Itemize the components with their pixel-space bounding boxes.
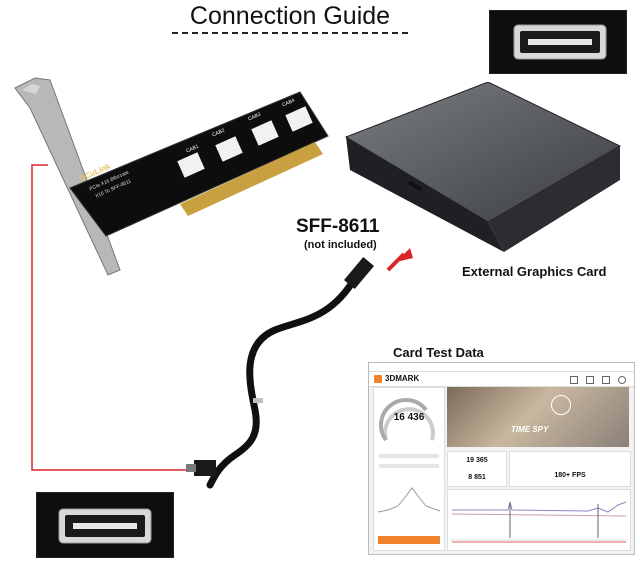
app-logo-icon — [374, 375, 382, 383]
fps-box: 180+ FPS — [509, 451, 631, 487]
card-test-data-label: Card Test Data — [393, 345, 484, 360]
score-histogram — [378, 487, 440, 513]
detail-row — [379, 464, 439, 468]
compare-button[interactable] — [378, 536, 440, 544]
pcie-adapter-card — [14, 77, 329, 276]
benchmark-hero-image: TIME SPY — [447, 387, 629, 447]
title-underline — [172, 32, 408, 34]
test-name: TIME SPY — [511, 425, 549, 434]
benchmark-window: 3DMARK 16 436 TIME SPY 19 365 8 851 180+… — [368, 362, 635, 555]
page-title: Connection Guide — [189, 2, 391, 30]
monitoring-panel — [447, 489, 631, 551]
score-panel: 16 436 — [373, 387, 445, 551]
external-gpu-enclosure — [344, 82, 622, 252]
sff-port-icon — [513, 24, 607, 60]
oculink-cable — [186, 257, 375, 489]
graphics-score: 19 365 — [466, 457, 488, 464]
cpu-score: 8 851 — [468, 474, 486, 481]
app-name: 3DMARK — [385, 374, 420, 383]
fps-value: 180+ FPS — [554, 472, 586, 479]
egc-label: External Graphics Card — [462, 264, 607, 279]
detail-row — [379, 454, 439, 458]
score-gauge — [379, 398, 435, 442]
port-closeup-bottom — [36, 492, 174, 558]
app-header: 3DMARK — [369, 372, 634, 387]
window-titlebar — [369, 363, 634, 372]
settings-icon[interactable] — [618, 376, 626, 384]
sff-port-icon — [58, 508, 152, 544]
connector-name: SFF-8611 — [296, 216, 380, 237]
overall-score: 16 436 — [393, 412, 425, 423]
graphics-score-box: 19 365 8 851 — [447, 451, 507, 487]
monitoring-graph — [450, 501, 628, 543]
home-icon[interactable] — [570, 376, 578, 384]
port-closeup-top — [489, 10, 627, 74]
connector-note: (not included) — [304, 239, 377, 251]
results-icon[interactable] — [602, 376, 610, 384]
benchmarks-icon[interactable] — [586, 376, 594, 384]
target-icon — [551, 395, 571, 415]
